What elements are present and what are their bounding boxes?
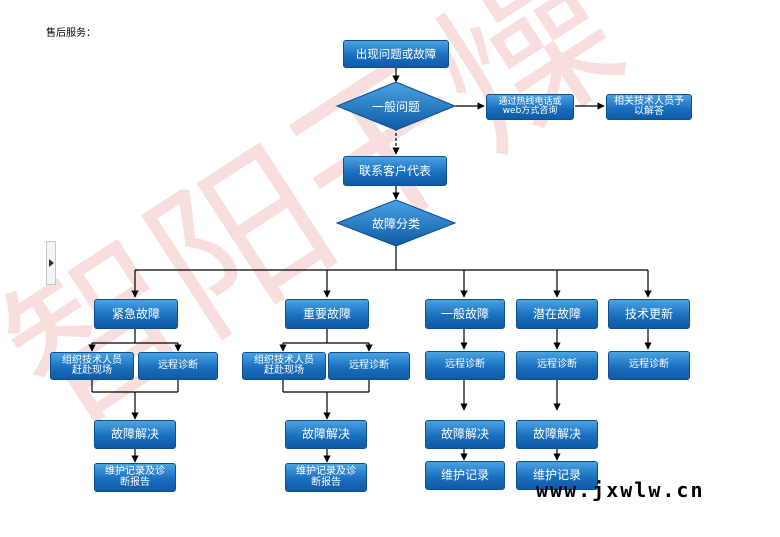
resolve-node: 故障解决 xyxy=(516,420,598,449)
category-potential: 潜在故障 xyxy=(516,299,598,329)
decision-general-question xyxy=(335,81,457,131)
onsite-team-node: 组织技术人员赶赴现场 xyxy=(50,352,134,380)
onsite-team-label: 组织技术人员赶赴现场 xyxy=(62,354,122,376)
category-general-label: 一般故障 xyxy=(440,306,489,321)
page-title: 售后服务： xyxy=(46,28,96,39)
general-question-label: 一般问题 xyxy=(371,99,420,114)
category-potential-label: 潜在故障 xyxy=(532,306,581,321)
onsite-team-node: 组织技术人员赶赴现场 xyxy=(242,352,326,380)
resolve-label: 故障解决 xyxy=(301,427,350,442)
remote-diag-node: 远程诊断 xyxy=(138,352,218,380)
resolve-node: 故障解决 xyxy=(94,420,176,449)
resolve-node: 故障解决 xyxy=(425,420,505,449)
record-node: 维护记录 xyxy=(425,461,505,490)
remote-diag-node: 远程诊断 xyxy=(328,352,410,380)
decision-classify xyxy=(335,199,457,247)
remote-diag-label: 远程诊断 xyxy=(349,359,389,371)
connectors xyxy=(88,68,652,463)
start-node: 出现问题或故障 xyxy=(343,40,449,68)
resolve-label: 故障解决 xyxy=(440,427,489,442)
category-general: 一般故障 xyxy=(425,299,505,329)
remote-diag-label: 远程诊断 xyxy=(629,359,669,371)
record-report-node: 维护记录及诊断报告 xyxy=(94,463,176,492)
category-tech-update: 技术更新 xyxy=(608,299,690,329)
start-label: 出现问题或故障 xyxy=(355,46,437,61)
remote-diag-node: 远程诊断 xyxy=(516,351,598,380)
record-node: 维护记录 xyxy=(516,461,598,490)
remote-diag-label: 远程诊断 xyxy=(158,359,198,371)
resolve-label: 故障解决 xyxy=(110,427,159,442)
hotline-label: 通过热线电话或web方式咨询 xyxy=(498,96,562,116)
resolve-node: 故障解决 xyxy=(285,420,367,449)
remote-diag-label: 远程诊断 xyxy=(445,359,485,371)
category-major-label: 重要故障 xyxy=(302,306,351,321)
side-panel-toggle[interactable] xyxy=(46,241,56,285)
tech-answer-label: 相关技术人员予以解答 xyxy=(614,95,684,117)
category-major: 重要故障 xyxy=(285,299,369,329)
onsite-team-label: 组织技术人员赶赴现场 xyxy=(254,354,314,376)
site-url: www.jxwlw.cn xyxy=(536,478,705,502)
remote-diag-node: 远程诊断 xyxy=(425,351,505,380)
record-report-label: 维护记录及诊断报告 xyxy=(105,466,165,488)
remote-diag-label: 远程诊断 xyxy=(537,359,577,371)
record-label: 维护记录 xyxy=(440,468,489,483)
record-label: 维护记录 xyxy=(532,468,581,483)
contact-rep-node: 联系客户代表 xyxy=(343,156,447,186)
contact-rep-label: 联系客户代表 xyxy=(358,163,431,178)
record-report-node: 维护记录及诊断报告 xyxy=(285,463,367,492)
record-report-label: 维护记录及诊断报告 xyxy=(296,466,356,488)
classify-label: 故障分类 xyxy=(371,216,420,231)
category-urgent: 紧急故障 xyxy=(94,299,178,329)
category-tech-update-label: 技术更新 xyxy=(624,306,673,321)
resolve-label: 故障解决 xyxy=(532,427,581,442)
chevron-right-icon xyxy=(49,259,54,267)
category-urgent-label: 紧急故障 xyxy=(111,306,160,321)
hotline-node: 通过热线电话或web方式咨询 xyxy=(486,94,574,120)
tech-answer-node: 相关技术人员予以解答 xyxy=(606,94,692,120)
remote-diag-node: 远程诊断 xyxy=(608,351,690,380)
